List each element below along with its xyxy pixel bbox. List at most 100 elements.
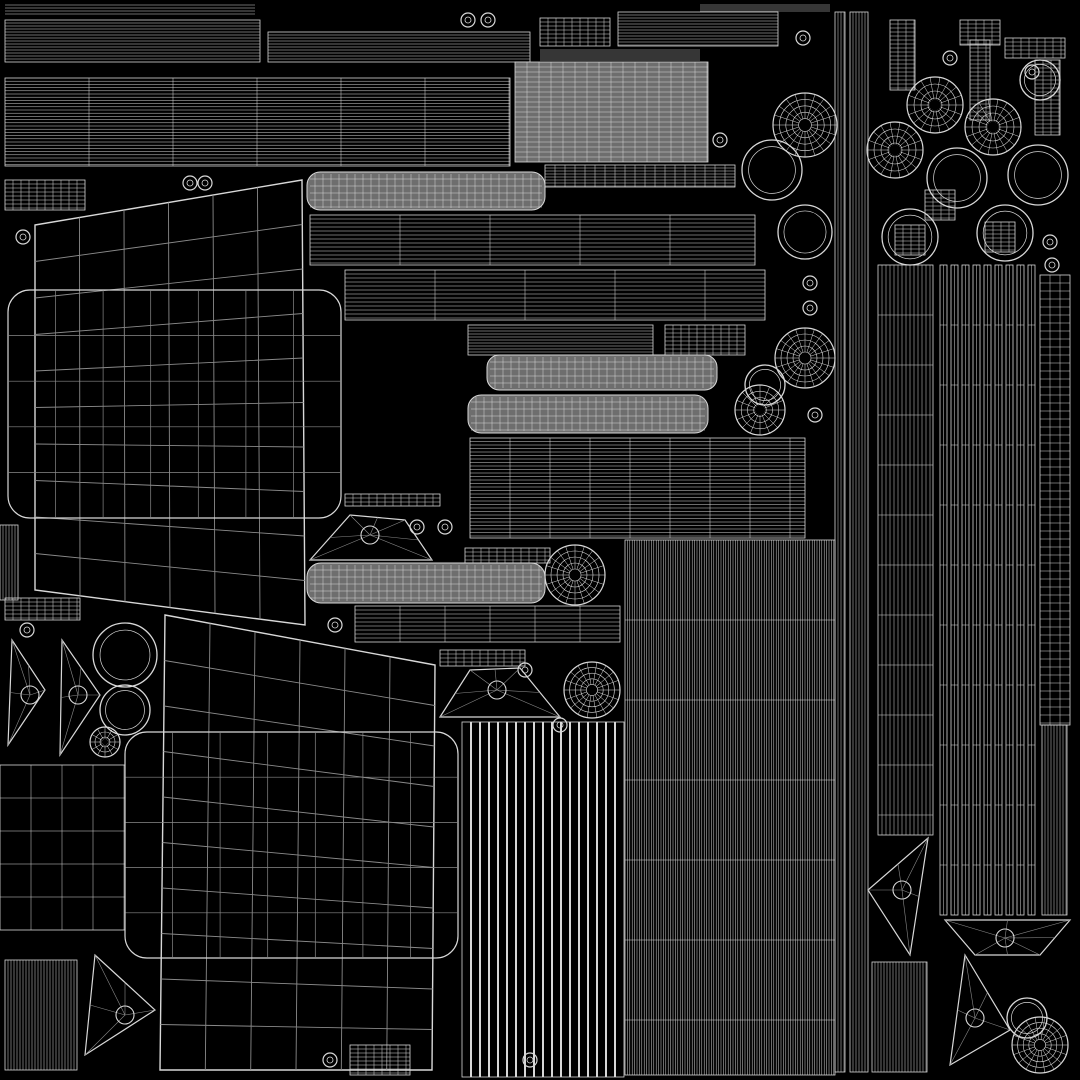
rounded-grid bbox=[125, 732, 458, 958]
top-right-striped-panel bbox=[617, 11, 779, 47]
panel-lines bbox=[984, 265, 991, 915]
tube-body bbox=[486, 354, 718, 391]
panel-lines bbox=[973, 265, 980, 915]
ring-6 bbox=[1007, 144, 1069, 206]
panel-lines bbox=[1017, 265, 1024, 915]
bracket-hole bbox=[20, 685, 40, 705]
tube-grid bbox=[490, 357, 714, 388]
ring-2 bbox=[777, 204, 833, 260]
ring-outer bbox=[741, 139, 803, 201]
small-circle bbox=[437, 519, 453, 535]
panel-lines bbox=[7, 960, 75, 1070]
ring-inner bbox=[105, 690, 145, 730]
panel-lines bbox=[468, 327, 653, 353]
panel-lines bbox=[350, 1045, 410, 1075]
bracket-center-left bbox=[308, 514, 434, 561]
panel-outline bbox=[1041, 724, 1068, 916]
small-circle-inner bbox=[806, 304, 814, 312]
bracket-hole bbox=[487, 680, 507, 700]
panel-outline bbox=[4, 597, 81, 621]
ring-outer bbox=[92, 622, 158, 688]
bracket-left-2 bbox=[59, 638, 101, 758]
upper-left-grid-panel bbox=[34, 179, 306, 626]
small-circle-inner bbox=[1046, 238, 1054, 246]
small-circle-inner bbox=[1048, 261, 1056, 269]
panel-lines bbox=[345, 270, 765, 320]
small-circle bbox=[480, 12, 496, 28]
disc-mid-2 bbox=[563, 661, 621, 719]
small-circle bbox=[802, 300, 818, 316]
vertical-rod bbox=[972, 264, 981, 916]
bracket-mesh bbox=[84, 954, 156, 1056]
panel-lines bbox=[970, 40, 990, 120]
small-circle bbox=[460, 12, 476, 28]
panel-lines bbox=[5, 598, 80, 620]
small-circle bbox=[552, 717, 568, 733]
panel-outline bbox=[959, 19, 1001, 46]
small-circle-inner bbox=[526, 1056, 534, 1064]
panel-lines bbox=[940, 265, 947, 915]
small-circle-inner bbox=[19, 233, 27, 241]
bracket-hole bbox=[965, 1008, 985, 1028]
panel-lines bbox=[440, 650, 525, 666]
small-circle-inner bbox=[464, 16, 472, 24]
bracket-left-1 bbox=[7, 638, 46, 748]
panel-outline bbox=[344, 493, 441, 507]
small-circle bbox=[182, 175, 198, 191]
panel-outline bbox=[924, 189, 956, 221]
mid-striped-strip bbox=[544, 164, 736, 188]
top-left-striped-panel bbox=[4, 77, 511, 167]
small-circle bbox=[15, 229, 31, 245]
vertical-rod bbox=[939, 264, 948, 916]
vertical-rod bbox=[983, 264, 992, 916]
ring-outer bbox=[881, 208, 939, 266]
ring-inner bbox=[99, 629, 151, 681]
disc-spokes bbox=[907, 77, 963, 133]
panel-lines bbox=[618, 14, 778, 46]
panel-outline bbox=[894, 224, 926, 256]
long-bar bbox=[354, 605, 621, 643]
detail-block bbox=[344, 493, 441, 507]
panel-outline bbox=[984, 221, 1016, 253]
tube-grid bbox=[310, 565, 542, 601]
small-circle bbox=[19, 622, 35, 638]
panel-lines bbox=[1044, 725, 1067, 915]
bracket-hole bbox=[360, 525, 380, 545]
panel-lines bbox=[2, 525, 16, 600]
detail-block bbox=[664, 324, 746, 356]
small-circle-inner bbox=[201, 179, 209, 187]
tube-4 bbox=[306, 562, 546, 604]
quad-grid bbox=[34, 187, 305, 620]
vertical-rod bbox=[961, 264, 970, 916]
ring-inner bbox=[982, 210, 1028, 256]
ring-inner bbox=[748, 146, 796, 194]
small-circle bbox=[322, 1052, 338, 1068]
panel-outline bbox=[0, 764, 126, 931]
panel-outline bbox=[889, 19, 916, 91]
bracket-bottom-right bbox=[949, 953, 1011, 1067]
panel-lines bbox=[985, 222, 1015, 252]
tube-body bbox=[306, 562, 546, 604]
ring-inner bbox=[1014, 151, 1062, 199]
panel-lines bbox=[310, 215, 755, 265]
gray-striped-panel bbox=[514, 61, 709, 163]
long-vertical-rail bbox=[849, 11, 869, 1073]
bracket-bottom-left bbox=[84, 953, 156, 1057]
panel-lines bbox=[925, 190, 955, 220]
panel-outline bbox=[1004, 37, 1066, 59]
panel-lines bbox=[0, 765, 125, 930]
panel-lines bbox=[355, 606, 620, 642]
small-circle bbox=[802, 275, 818, 291]
panel-lines bbox=[545, 165, 735, 187]
disc-spokes bbox=[1012, 1017, 1068, 1073]
small-circle bbox=[807, 407, 823, 423]
detail-block bbox=[894, 224, 926, 256]
panel-lines bbox=[890, 20, 915, 90]
tube-3 bbox=[467, 394, 709, 434]
ring-8 bbox=[744, 364, 786, 406]
panel-lines bbox=[465, 548, 550, 563]
small-circle-inner bbox=[413, 523, 421, 531]
disc-spokes bbox=[965, 99, 1021, 155]
small-circle-inner bbox=[484, 16, 492, 24]
